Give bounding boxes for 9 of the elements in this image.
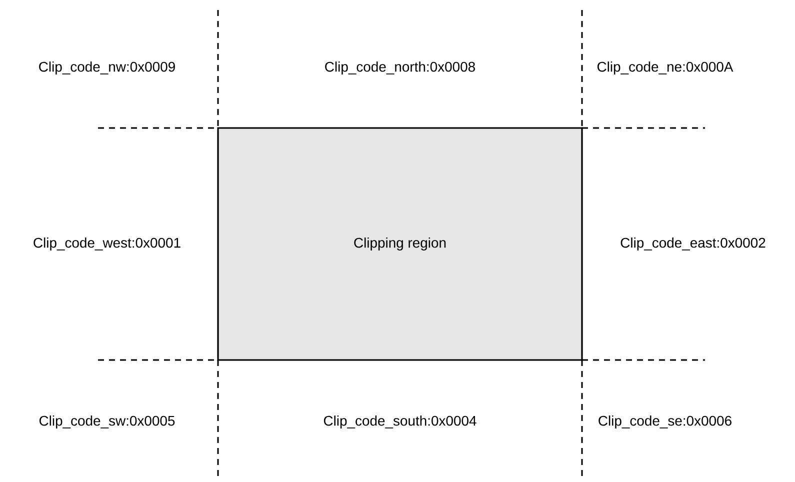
clipping-region-box: Clipping region <box>217 127 583 361</box>
region-code-label: Clip_code_se:0x0006 <box>598 416 732 428</box>
region-code-label: Clip_code_east:0x0002 <box>620 238 766 250</box>
region-code-label: Clip_code_sw:0x0005 <box>39 416 175 428</box>
region-code-label: Clip_code_ne:0x000A <box>597 62 734 74</box>
region-code-label: Clip_code_south:0x0004 <box>324 416 476 428</box>
region-code-label: Clip_code_nw:0x0009 <box>39 62 175 74</box>
region-code-label: Clip_code_west:0x0001 <box>34 238 180 250</box>
region-code-label: Clip_code_north:0x0008 <box>325 62 475 74</box>
